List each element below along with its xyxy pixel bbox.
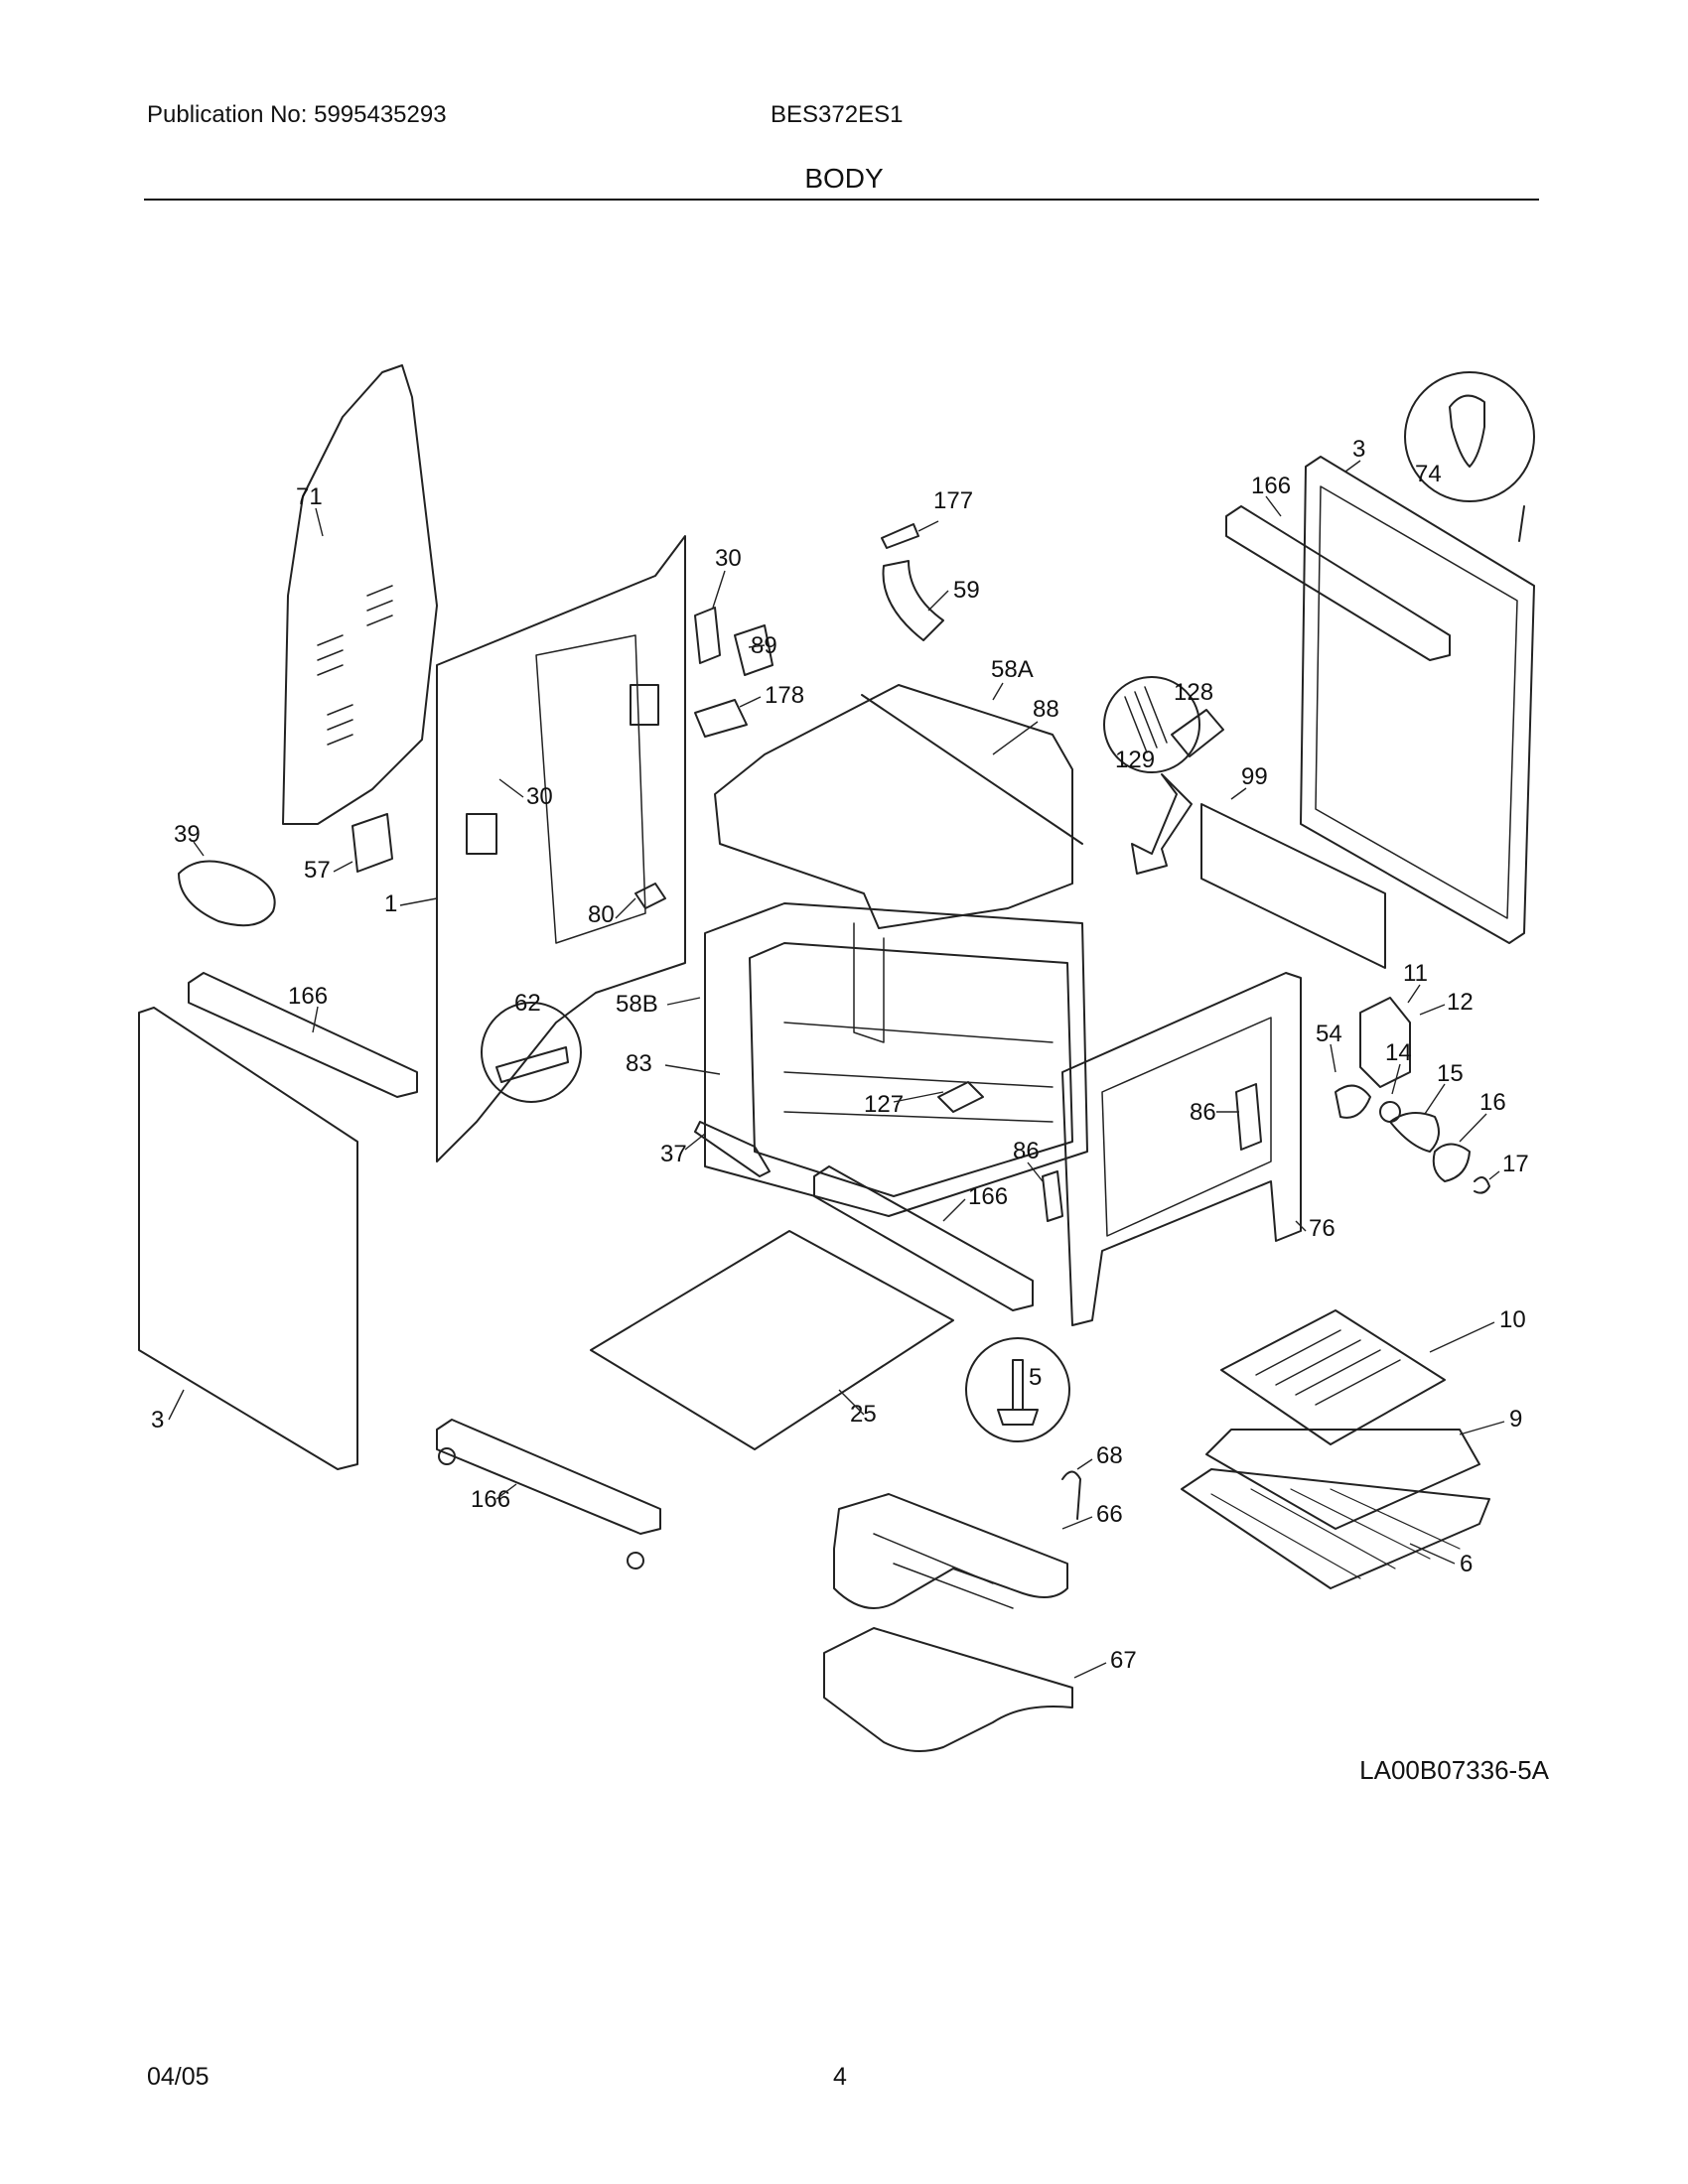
callout-37: 37 — [660, 1141, 687, 1167]
bottom-pan-25 — [590, 1230, 954, 1450]
callout-88: 88 — [1033, 696, 1059, 723]
callout-15: 15 — [1437, 1060, 1464, 1087]
callout-59: 59 — [953, 577, 980, 604]
lens-16 — [1432, 1143, 1471, 1182]
broil-element-66 — [833, 1493, 1068, 1609]
oven-cavity-83 — [749, 942, 1073, 1197]
bracket-178 — [694, 699, 748, 738]
lamp-socket-54 — [1335, 1084, 1371, 1119]
callout-86-right: 86 — [1190, 1099, 1216, 1126]
detail-62-circle — [481, 1002, 582, 1103]
arrow-to-lamp — [1131, 773, 1193, 875]
rail-166-bottom — [436, 1419, 661, 1535]
callout-30-top: 30 — [715, 545, 742, 572]
callout-16: 16 — [1479, 1089, 1506, 1116]
switch-89 — [734, 624, 774, 676]
callout-11: 11 — [1403, 960, 1428, 987]
broiler-insert-10 — [1220, 1309, 1446, 1445]
gasket-14 — [1379, 1101, 1401, 1123]
power-cord-39 — [178, 860, 276, 927]
hinge-86-left — [1042, 1170, 1063, 1222]
hook-68 — [1061, 1470, 1081, 1520]
callout-39: 39 — [174, 821, 201, 848]
callout-9: 9 — [1509, 1406, 1522, 1433]
rear-cover-vents — [317, 585, 393, 746]
callout-127: 127 — [864, 1091, 904, 1118]
callout-14: 14 — [1385, 1039, 1412, 1066]
callout-62: 62 — [514, 990, 541, 1017]
vent-tube-59 — [882, 560, 944, 641]
cover-57 — [352, 813, 393, 873]
callout-57: 57 — [304, 857, 331, 884]
bracket-30 — [694, 607, 721, 664]
callout-5: 5 — [1029, 1364, 1042, 1391]
bake-element-67 — [823, 1627, 1073, 1752]
callout-74: 74 — [1415, 461, 1442, 487]
bake-element-cover-127 — [937, 1081, 984, 1113]
callout-3-top: 3 — [1352, 436, 1365, 463]
callout-166-center: 166 — [968, 1183, 1008, 1210]
publication-date: 04/05 — [147, 2063, 210, 2091]
oven-rack-6 — [1181, 1468, 1490, 1589]
callout-58B: 58B — [616, 991, 658, 1018]
callout-129: 129 — [1115, 747, 1155, 773]
side-panel-left — [138, 1007, 358, 1470]
clip-17 — [1474, 1176, 1490, 1194]
callout-86-left: 86 — [1013, 1138, 1040, 1164]
lamp-bracket-11 — [1359, 997, 1411, 1088]
top-insulation-58A — [714, 684, 1073, 929]
element-37 — [694, 1121, 771, 1177]
oven-liner-58B — [704, 902, 1088, 1217]
clip-177 — [881, 523, 919, 549]
callout-166-bottom: 166 — [471, 1486, 510, 1513]
publication-number: Publication No: 5995435293 — [147, 101, 447, 128]
bulb-15 — [1389, 1112, 1440, 1153]
page-number: 4 — [833, 2063, 847, 2091]
callout-166-top: 166 — [1251, 473, 1291, 499]
callout-54: 54 — [1316, 1021, 1342, 1047]
diagram-reference-id: LA00B07336-5A — [1359, 1755, 1549, 1785]
section-title: BODY — [804, 163, 884, 194]
callout-76: 76 — [1309, 1215, 1336, 1242]
rear-cover-panel — [282, 364, 438, 825]
callout-12: 12 — [1447, 989, 1474, 1016]
leveler-detail-5 — [965, 1337, 1070, 1442]
callout-83: 83 — [626, 1050, 652, 1077]
callout-17: 17 — [1502, 1151, 1529, 1177]
callout-30-mid: 30 — [526, 783, 553, 810]
insulation-panel-99 — [1200, 803, 1386, 969]
rail-166-center — [813, 1165, 1034, 1311]
header-divider — [144, 199, 1539, 201]
rail-166-left-top — [188, 972, 418, 1098]
spring-129-circle — [1103, 676, 1200, 773]
rail-166-top — [1225, 505, 1451, 661]
callout-128: 128 — [1174, 679, 1213, 706]
broiler-pan-9 — [1205, 1429, 1480, 1530]
hinge-86-right — [1235, 1083, 1262, 1151]
callout-68: 68 — [1096, 1442, 1123, 1469]
callout-71: 71 — [296, 483, 323, 510]
callout-99: 99 — [1241, 763, 1268, 790]
callout-178: 178 — [765, 682, 804, 709]
back-panel — [436, 535, 686, 1162]
side-panel-right — [1300, 456, 1535, 944]
callout-6: 6 — [1460, 1551, 1473, 1577]
callout-3-left: 3 — [151, 1407, 164, 1433]
callout-58A: 58A — [991, 656, 1034, 683]
sleeve-128 — [1171, 709, 1224, 757]
clip-80 — [634, 883, 666, 909]
front-frame-76 — [1061, 972, 1302, 1326]
callout-66: 66 — [1096, 1501, 1123, 1528]
callout-1: 1 — [384, 890, 397, 917]
rod-88 — [861, 694, 1083, 845]
callout-10: 10 — [1499, 1306, 1526, 1333]
callout-166-mid-left: 166 — [288, 983, 328, 1010]
lamp-detail-74 — [1404, 371, 1535, 502]
model-number: BES372ES1 — [771, 101, 904, 128]
callout-67: 67 — [1110, 1647, 1137, 1674]
callout-80: 80 — [588, 901, 615, 928]
callout-177: 177 — [933, 487, 973, 514]
